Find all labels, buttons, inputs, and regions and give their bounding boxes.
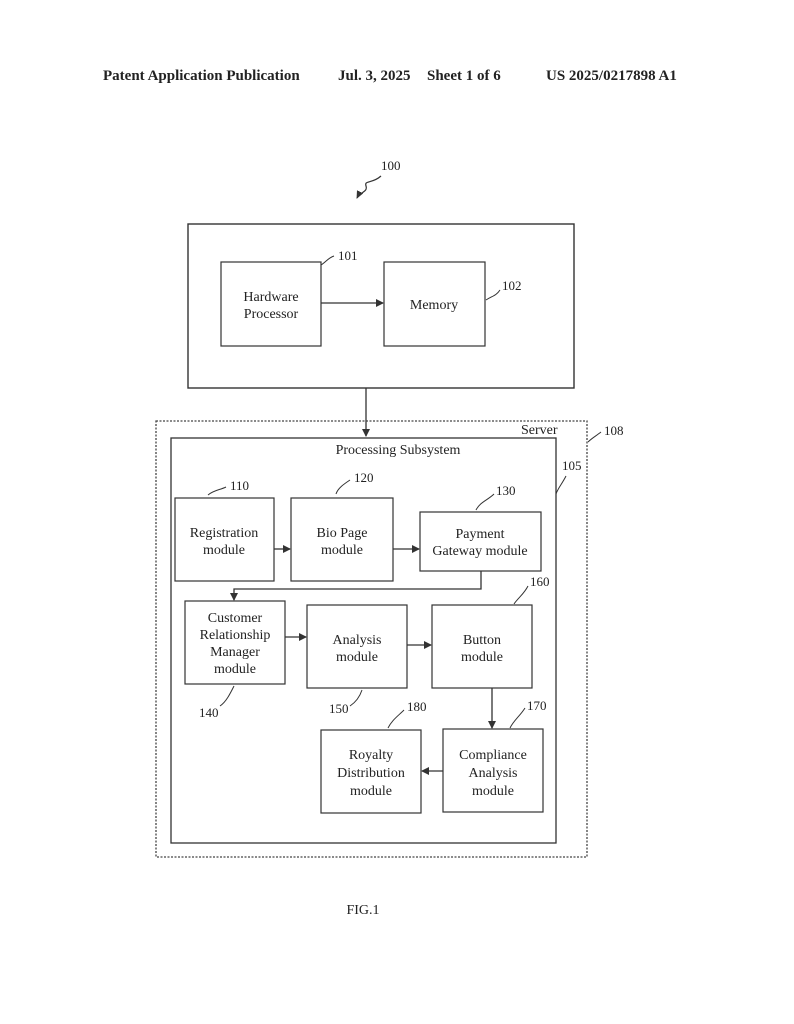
ref-100: 100 [381, 158, 401, 173]
ref-170-leader [509, 707, 526, 729]
button-module-box: Button module [431, 604, 533, 689]
button-module-label-2: module [461, 650, 503, 665]
crm-label-4: module [214, 662, 256, 677]
compliance-label-3: module [472, 784, 514, 799]
ref-108: 108 [604, 423, 624, 438]
ref-180-leader [387, 709, 405, 729]
server-box [155, 420, 588, 858]
ref-130-leader [475, 493, 495, 511]
ref-110: 110 [230, 478, 249, 493]
registration-module-box: Registration module [174, 497, 275, 582]
ref-160: 160 [530, 574, 550, 589]
memory-box: Memory [383, 261, 486, 347]
crm-label-2: Relationship [200, 628, 271, 643]
payment-gateway-module-box: Payment Gateway module [419, 511, 542, 572]
ref-105-leader [555, 475, 567, 495]
registration-label-1: Registration [190, 526, 258, 541]
royalty-label-2: Distribution [337, 766, 405, 781]
ref-140-leader [219, 685, 235, 707]
ref-101: 101 [338, 248, 358, 263]
royalty-distribution-module-box: Royalty Distribution module [320, 729, 422, 814]
analysis-label-2: module [336, 650, 378, 665]
patent-header: Patent Application Publication Jul. 3, 2… [0, 68, 794, 88]
ref-150-leader [349, 689, 363, 707]
crm-label-3: Manager [210, 645, 260, 660]
memory-label: Memory [410, 298, 458, 313]
ref-130: 130 [496, 483, 516, 498]
compliance-analysis-module-box: Compliance Analysis module [442, 728, 544, 813]
analysis-module-box: Analysis module [306, 604, 408, 689]
ref-180: 180 [407, 699, 427, 714]
compliance-label-1: Compliance [459, 748, 527, 763]
publication-number: US 2025/0217898 A1 [546, 68, 677, 84]
ref-160-leader [513, 585, 529, 605]
analysis-label-1: Analysis [333, 633, 382, 648]
ref-105: 105 [562, 458, 582, 473]
registration-label-2: module [203, 543, 245, 558]
royalty-label-3: module [350, 784, 392, 799]
processing-subsystem-label: Processing Subsystem [336, 443, 461, 458]
crm-module-box: Customer Relationship Manager module [184, 600, 286, 685]
ref-150: 150 [329, 701, 349, 716]
server-label: Server [521, 423, 558, 438]
payment-label-1: Payment [456, 527, 505, 542]
payment-to-crm-arrow [230, 571, 482, 601]
publication-date: Jul. 3, 2025 [338, 68, 411, 84]
hardware-processor-box: Hardware Processor [220, 261, 322, 347]
ref-110-leader [207, 486, 227, 496]
publication-label: Patent Application Publication [103, 68, 300, 84]
ref-102: 102 [502, 278, 522, 293]
payment-label-2: Gateway module [432, 544, 527, 559]
ref-140: 140 [199, 705, 219, 720]
ref-108-leader [587, 431, 602, 443]
bio-page-label-2: module [321, 543, 363, 558]
processor-label-2: Processor [244, 307, 299, 322]
bio-page-module-box: Bio Page module [290, 497, 394, 582]
royalty-label-1: Royalty [349, 748, 393, 763]
crm-label-1: Customer [208, 611, 263, 626]
sheet-number: Sheet 1 of 6 [427, 68, 501, 84]
ref-120-leader [335, 479, 351, 495]
bio-page-label-1: Bio Page [317, 526, 368, 541]
device-box [187, 223, 575, 389]
ref-102-leader [485, 289, 501, 301]
processor-label-1: Hardware [243, 290, 298, 305]
processing-subsystem-box [170, 437, 557, 844]
ref-120: 120 [354, 470, 374, 485]
ref-100-leader [356, 175, 382, 199]
compliance-label-2: Analysis [469, 766, 518, 781]
button-module-label-1: Button [463, 633, 501, 648]
figure-caption: FIG.1 [346, 903, 379, 918]
ref-170: 170 [527, 698, 547, 713]
ref-101-leader [320, 255, 335, 266]
